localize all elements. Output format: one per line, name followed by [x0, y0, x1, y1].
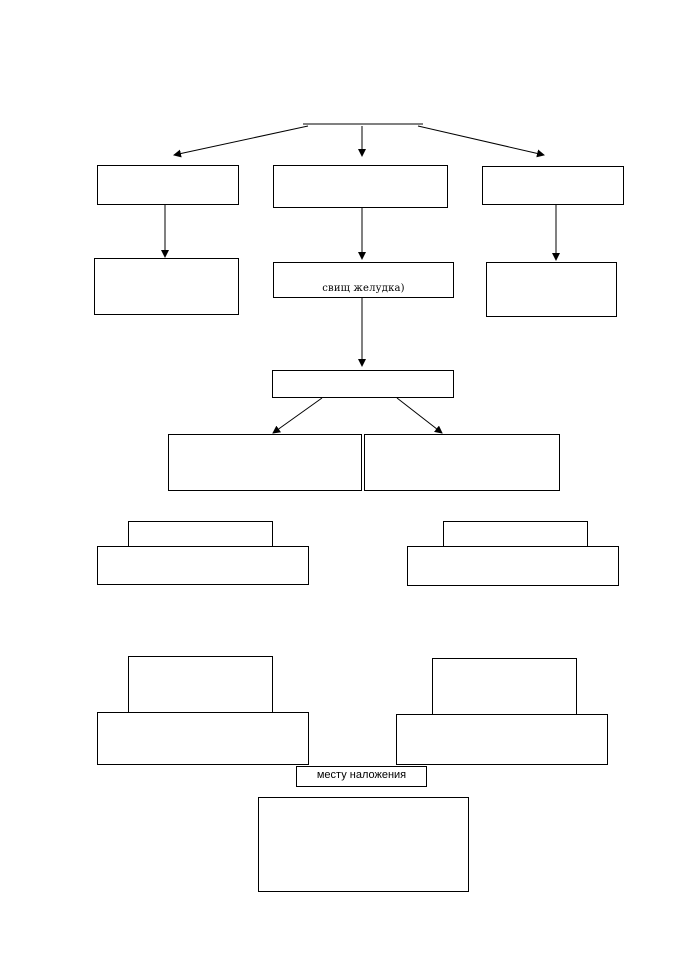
box-row1-left	[97, 165, 239, 205]
box-row5-left-top	[128, 521, 273, 547]
arrow-center-to-right	[396, 397, 443, 434]
box-row2-middle: свищ желудка)	[273, 262, 454, 298]
box-row5-right-top	[443, 521, 588, 547]
arrow-center-to-left	[272, 397, 323, 434]
box-row6-left-top	[128, 656, 273, 713]
box-row1-right	[482, 166, 624, 205]
box-row4-left	[168, 434, 362, 491]
box-row1-middle	[273, 165, 448, 208]
box-row4-right	[364, 434, 560, 491]
box-row5-left-bottom	[97, 546, 309, 585]
box-row2-right	[486, 262, 617, 317]
box-label-bottom-text: месту наложения	[316, 769, 407, 781]
arrow-top-to-right	[417, 125, 545, 158]
arrow-top-to-left	[173, 125, 309, 158]
box-row2-left	[94, 258, 239, 315]
box-label-bottom: месту наложения	[296, 766, 427, 787]
box-row6-left-bottom	[97, 712, 309, 765]
box-row5-right-bottom	[407, 546, 619, 586]
box-row2-middle-label: свищ желудка)	[322, 283, 405, 294]
box-final	[258, 797, 469, 892]
box-row6-right-bottom	[396, 714, 608, 765]
box-row6-right-top	[432, 658, 577, 715]
box-center	[272, 370, 454, 398]
